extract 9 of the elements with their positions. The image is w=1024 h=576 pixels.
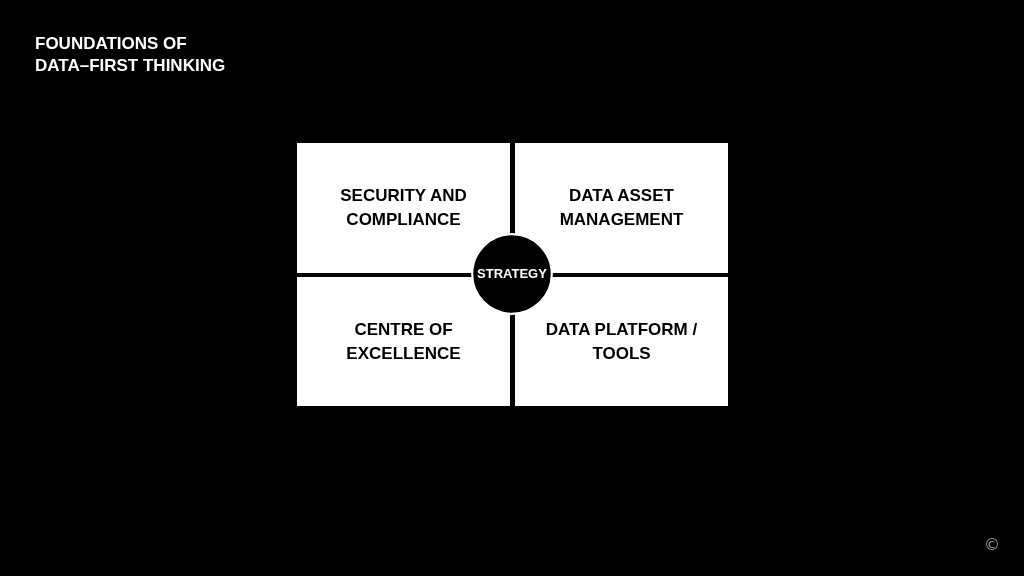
quadrant-box xyxy=(515,277,728,406)
quadrant-label: DATA ASSET MANAGEMENT xyxy=(558,185,685,231)
quadrant-label: SECURITY AND COMPLIANCE xyxy=(339,185,468,231)
quadrant-label: CENTRE OF EXCELLENCE xyxy=(345,318,462,365)
title: FOUNDATIONS OF DATA–FIRST THINKING xyxy=(35,33,227,77)
circle-label: STRATEGY xyxy=(477,266,547,282)
quadrant-label: DATA PLATFORM / TOOLS xyxy=(544,318,699,365)
quadrant-box xyxy=(297,277,510,406)
copyright-sign: © xyxy=(984,536,1000,554)
